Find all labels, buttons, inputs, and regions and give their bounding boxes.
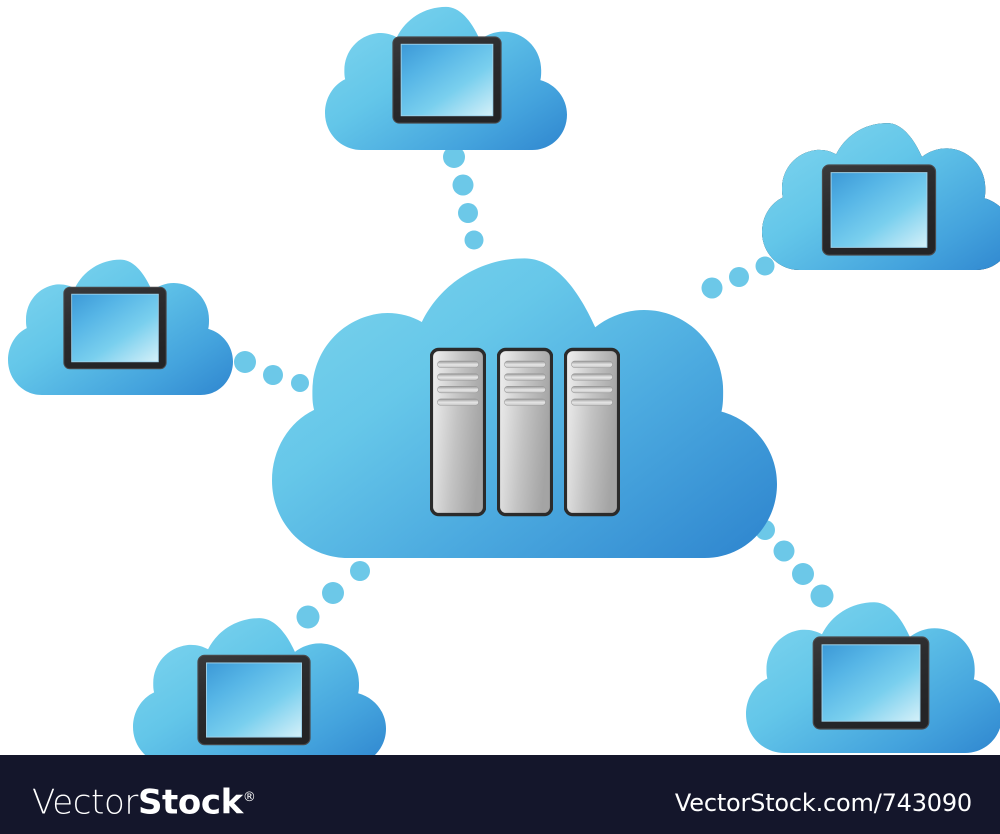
logo-text-bold: Stock: [137, 782, 243, 823]
client-cloud-bottom-left[interactable]: [133, 618, 386, 765]
connector-dots-bottom-right: [755, 520, 834, 608]
logo-text-light: Vector: [32, 782, 138, 823]
watermark-url[interactable]: VectorStock.com/743090: [674, 789, 972, 817]
watermark-footer-bar: VectorStock® VectorStock.com/743090: [0, 755, 1000, 834]
vectorstock-logo[interactable]: VectorStock®: [32, 781, 256, 823]
registered-trademark-icon: ®: [242, 790, 256, 805]
connector-dots-top-right: [701, 256, 775, 299]
server-rack-1: [430, 347, 486, 517]
client-cloud-bottom-right[interactable]: [746, 602, 1000, 753]
client-cloud-top-right[interactable]: [762, 123, 1000, 270]
server-rack-group: [430, 347, 620, 517]
connector-dots-top: [443, 146, 484, 250]
central-cloud-datacenter[interactable]: [272, 258, 777, 558]
client-cloud-left[interactable]: [8, 259, 233, 395]
server-rack-2: [497, 347, 553, 517]
connector-dots-left: [234, 351, 309, 392]
connector-dots-bottom-left: [296, 561, 370, 629]
server-rack-3: [564, 347, 620, 517]
client-cloud-top[interactable]: [325, 6, 567, 150]
